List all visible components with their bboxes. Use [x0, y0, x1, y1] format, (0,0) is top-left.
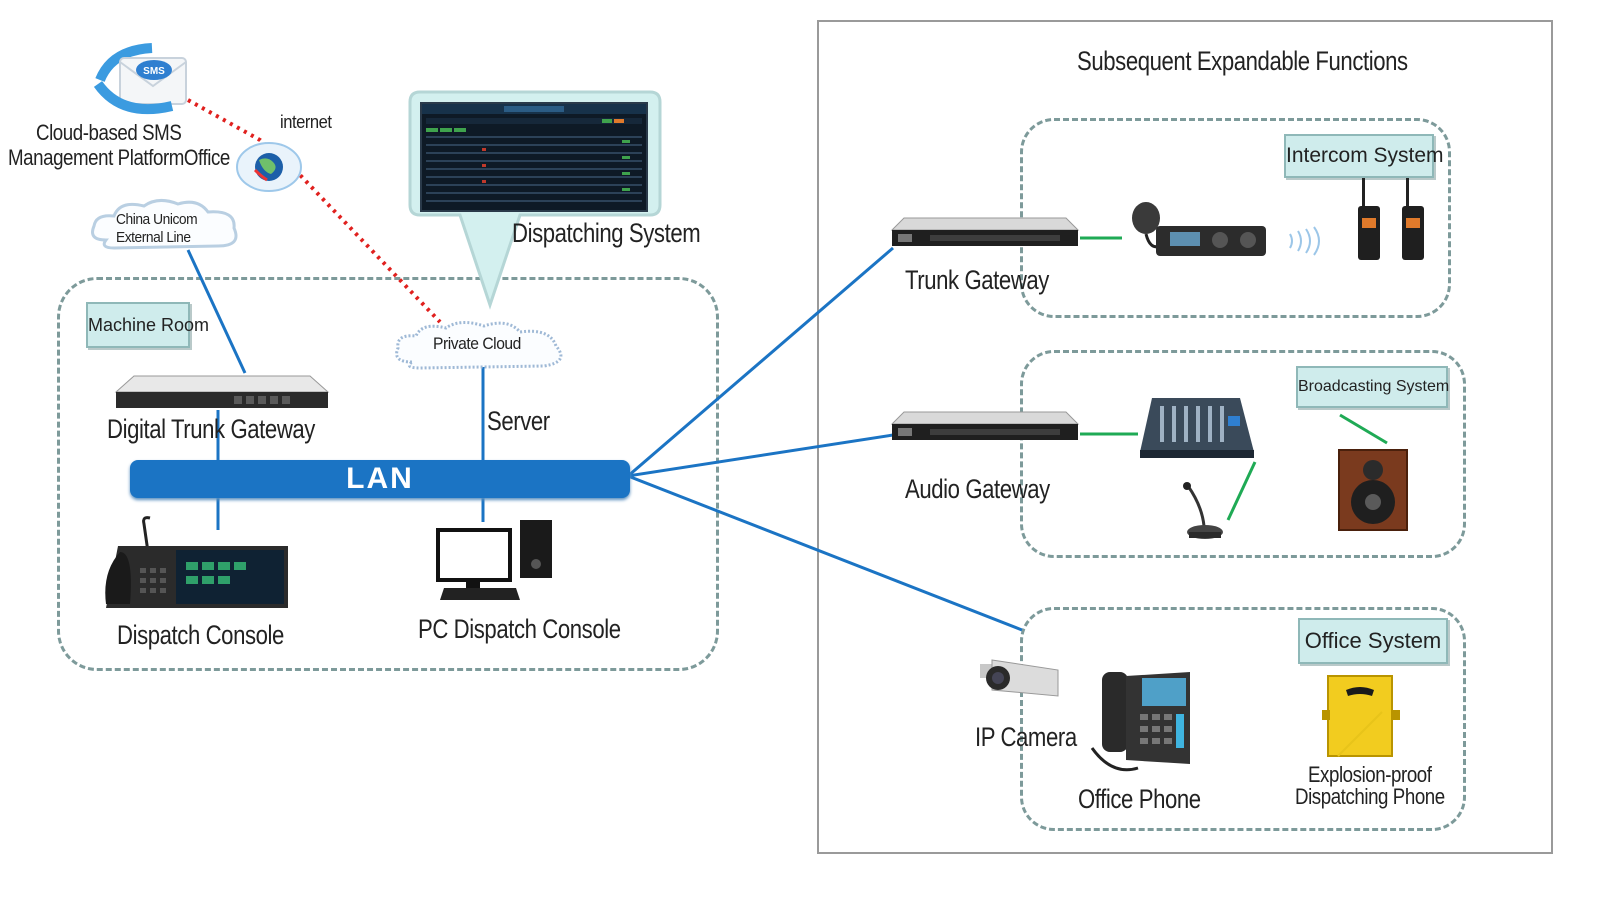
lan-audio-link — [627, 433, 894, 478]
cloud-sms-label: Cloud-based SMS — [36, 120, 182, 145]
trunk-gateway-icon — [890, 216, 1080, 250]
unicom-link — [186, 249, 247, 374]
broadcast-speaker-link — [1339, 413, 1388, 445]
explosion-proof-phone-icon — [1322, 672, 1406, 760]
office-zone — [1020, 607, 1466, 831]
dispatching-screen — [420, 102, 648, 212]
machine-room-zone — [57, 277, 719, 671]
audio-gateway-label: Audio Gateway — [905, 474, 1050, 504]
broadcasting-zone — [1020, 350, 1466, 558]
digital-trunk-gateway-icon — [114, 372, 330, 412]
machine-room-tag: Machine Room — [86, 302, 209, 348]
intercom-system-tag: Intercom System — [1284, 134, 1444, 178]
china-unicom-label: China Unicom — [116, 211, 198, 228]
ip-camera-icon — [978, 656, 1064, 704]
radio-waves-icon — [1284, 226, 1344, 256]
lan-trunk-link — [627, 246, 894, 478]
private-cloud-label: Private Cloud — [433, 334, 521, 353]
cloud-sms-label-line2: Management PlatformOffice — [8, 145, 230, 170]
gooseneck-mic-icon — [1178, 482, 1228, 542]
office-system-tag: Office System — [1298, 618, 1448, 664]
internet-link — [187, 98, 442, 324]
dispatch-console-label: Dispatch Console — [117, 620, 284, 650]
explosion-proof-label: Explosion-proof — [1308, 762, 1432, 787]
dispatch-console-icon — [98, 512, 290, 612]
audio-gateway-icon — [890, 410, 1080, 444]
ip-camera-label: IP Camera — [975, 722, 1077, 752]
sms-envelope-icon: SMS — [92, 40, 192, 120]
mobile-radio-icon — [1120, 200, 1270, 262]
digital-trunk-gateway-label: Digital Trunk Gateway — [107, 414, 315, 444]
walkie-talkie-icon-2 — [1400, 178, 1426, 262]
server-label: Server — [487, 406, 550, 436]
globe-icon — [235, 140, 303, 194]
china-unicom-cloud-icon — [86, 196, 246, 256]
desktop-pc-icon — [436, 518, 556, 604]
internet-label: internet — [280, 112, 332, 132]
audio-mixer-icon — [1138, 396, 1256, 460]
office-phone-label: Office Phone — [1078, 784, 1201, 814]
expandable-functions-frame — [817, 20, 1553, 854]
speaker-icon — [1337, 448, 1409, 532]
office-phone-icon — [1082, 668, 1194, 778]
walkie-talkie-icon-1 — [1356, 178, 1382, 262]
subsequent-title: Subsequent Expandable Functions — [1077, 46, 1408, 76]
china-unicom-label-line2: External Line — [116, 229, 191, 246]
lan-office-link — [627, 474, 1023, 632]
dispatching-screen-graphic — [422, 104, 646, 202]
explosion-proof-label-line2: Dispatching Phone — [1295, 784, 1445, 809]
svg-text:SMS: SMS — [143, 66, 165, 77]
lan-bar: LAN — [130, 460, 630, 498]
pc-dispatch-console-label: PC Dispatch Console — [418, 614, 621, 644]
broadcasting-system-tag: Broadcasting System — [1296, 366, 1449, 408]
dispatching-system-label: Dispatching System — [512, 218, 701, 248]
trunk-gateway-label: Trunk Gateway — [905, 265, 1049, 295]
private-cloud-icon — [390, 316, 572, 374]
mixer-mic-link — [1226, 461, 1257, 521]
